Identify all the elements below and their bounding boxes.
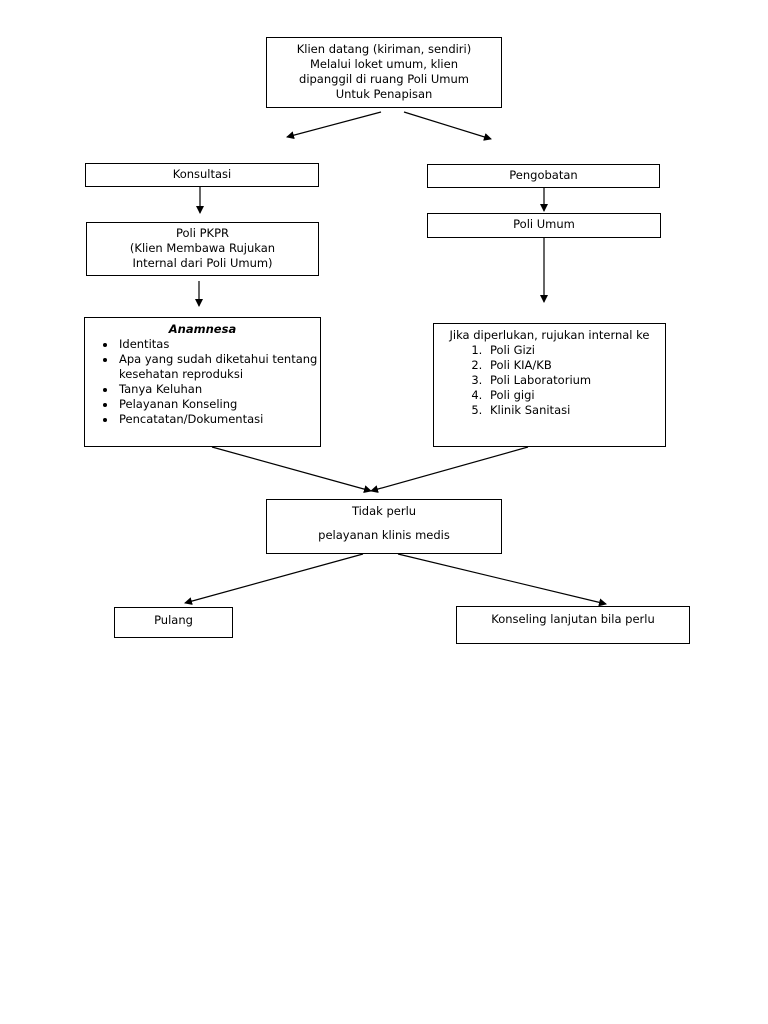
konseling-lanjutan-box: Konseling lanjutan bila perlu bbox=[456, 606, 690, 644]
arrow-start-to-konsultasi bbox=[286, 111, 382, 140]
rujukan-title: Jika diperlukan, rujukan internal ke bbox=[449, 328, 650, 342]
konsultasi-label: Konsultasi bbox=[172, 167, 232, 181]
pulang-label: Pulang bbox=[154, 613, 193, 627]
tidak-perlu-line-1: Tidak perlu bbox=[351, 504, 417, 518]
list-item: Klinik Sanitasi bbox=[486, 403, 657, 418]
list-item: Apa yang sudah diketahui tentang kesehat… bbox=[117, 352, 320, 382]
pkpr-line-3: Internal dari Poli Umum) bbox=[132, 256, 273, 270]
poli-umum-label: Poli Umum bbox=[513, 217, 575, 231]
anamnesa-title: Anamnesa bbox=[168, 322, 237, 336]
poli-umum-box: Poli Umum bbox=[427, 213, 661, 238]
anamnesa-list: Identitas Apa yang sudah diketahui tenta… bbox=[85, 337, 320, 427]
pkpr-line-1: Poli PKPR bbox=[175, 226, 229, 240]
arrow-rujukan-to-tidakperlu bbox=[370, 446, 529, 493]
poli-pkpr-box: Poli PKPR (Klien Membawa Rujukan Interna… bbox=[86, 222, 319, 276]
konsultasi-box: Konsultasi bbox=[85, 163, 319, 187]
start-line-4: Untuk Penapisan bbox=[335, 87, 433, 101]
tidak-perlu-box: Tidak perlu pelayanan klinis medis bbox=[266, 499, 502, 554]
pkpr-line-2: (Klien Membawa Rujukan bbox=[129, 241, 276, 255]
arrow-start-to-pengobatan bbox=[403, 111, 492, 141]
rujukan-box: Jika diperlukan, rujukan internal ke Pol… bbox=[433, 323, 666, 447]
pulang-box: Pulang bbox=[114, 607, 233, 638]
tidak-perlu-line-2: pelayanan klinis medis bbox=[318, 528, 450, 542]
list-item: Poli Gizi bbox=[486, 343, 657, 358]
list-item: Pencatatan/Dokumentasi bbox=[117, 412, 320, 427]
list-item: Tanya Keluhan bbox=[117, 382, 320, 397]
start-line-1: Klien datang (kiriman, sendiri) bbox=[296, 42, 472, 56]
arrow-tidakperlu-to-pulang bbox=[184, 553, 364, 605]
pengobatan-box: Pengobatan bbox=[427, 164, 660, 188]
arrow-anamnesa-to-tidakperlu bbox=[211, 446, 372, 493]
rujukan-list: Poli Gizi Poli KIA/KB Poli Laboratorium … bbox=[442, 343, 657, 418]
konseling-lanjutan-label: Konseling lanjutan bila perlu bbox=[491, 612, 655, 626]
list-item: Poli Laboratorium bbox=[486, 373, 657, 388]
pengobatan-label: Pengobatan bbox=[509, 168, 578, 182]
start-line-3: dipanggil di ruang Poli Umum bbox=[299, 72, 469, 86]
anamnesa-box: Anamnesa Identitas Apa yang sudah diketa… bbox=[84, 317, 321, 447]
start-box: Klien datang (kiriman, sendiri) Melalui … bbox=[266, 37, 502, 108]
list-item: Poli KIA/KB bbox=[486, 358, 657, 373]
start-line-2: Melalui loket umum, klien bbox=[309, 57, 458, 71]
list-item: Identitas bbox=[117, 337, 320, 352]
arrow-tidakperlu-to-konseling bbox=[397, 553, 607, 607]
list-item: Pelayanan Konseling bbox=[117, 397, 320, 412]
list-item: Poli gigi bbox=[486, 388, 657, 403]
tidak-perlu-spacer bbox=[267, 519, 501, 528]
